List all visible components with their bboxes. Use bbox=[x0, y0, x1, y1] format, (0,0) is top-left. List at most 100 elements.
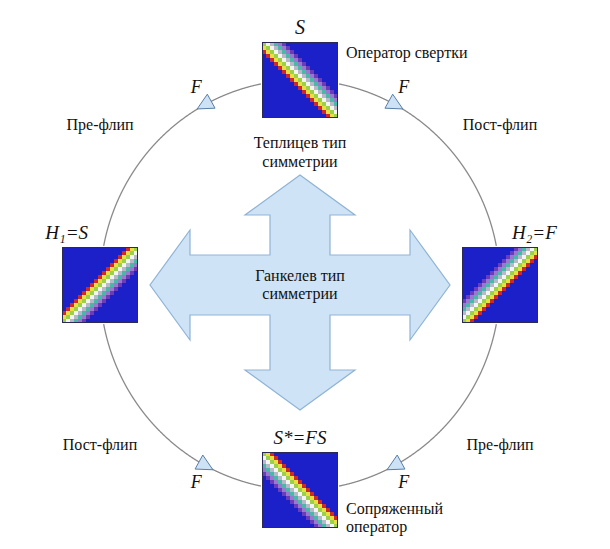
matrix-cell bbox=[310, 110, 314, 114]
matrix-cell bbox=[286, 484, 290, 488]
matrix-cell bbox=[278, 464, 282, 468]
matrix-cell bbox=[526, 299, 530, 303]
matrix-cell bbox=[530, 315, 534, 319]
matrix-cell bbox=[326, 516, 330, 520]
matrix-cell bbox=[82, 303, 86, 307]
matrix-cell bbox=[94, 255, 98, 259]
matrix-cell bbox=[310, 66, 314, 70]
matrix-cell bbox=[486, 311, 490, 315]
matrix-cell bbox=[86, 283, 90, 287]
matrix-cell bbox=[98, 255, 102, 259]
matrix-cell bbox=[326, 500, 330, 504]
matrix-cell bbox=[494, 311, 498, 315]
matrix-cell bbox=[82, 315, 86, 319]
matrix-cell bbox=[486, 275, 490, 279]
matrix-cell bbox=[474, 263, 478, 267]
matrix-cell bbox=[122, 299, 126, 303]
matrix-cell bbox=[298, 492, 302, 496]
matrix-cell bbox=[274, 90, 278, 94]
matrix-cell bbox=[110, 271, 114, 275]
matrix-cell bbox=[282, 504, 286, 508]
matrix-cell bbox=[526, 291, 530, 295]
matrix-cell bbox=[266, 480, 270, 484]
matrix-cell bbox=[314, 492, 318, 496]
matrix-cell bbox=[102, 299, 106, 303]
matrix-cell bbox=[118, 267, 122, 271]
matrix-cell bbox=[126, 259, 130, 263]
matrix-cell bbox=[98, 275, 102, 279]
matrix-cell bbox=[474, 283, 478, 287]
matrix-cell bbox=[70, 255, 74, 259]
matrix-cell bbox=[130, 299, 134, 303]
matrix-cell bbox=[298, 476, 302, 480]
matrix-cell bbox=[302, 516, 306, 520]
matrix-cell bbox=[322, 516, 326, 520]
matrix-cell bbox=[278, 86, 282, 90]
matrix-cell bbox=[274, 484, 278, 488]
matrix-cell bbox=[274, 82, 278, 86]
matrix-cell bbox=[298, 516, 302, 520]
matrix-cell bbox=[278, 492, 282, 496]
matrix-cell bbox=[298, 70, 302, 74]
matrix-cell bbox=[470, 311, 474, 315]
matrix-cell bbox=[270, 62, 274, 66]
matrix-cell bbox=[270, 110, 274, 114]
matrix-cell bbox=[90, 299, 94, 303]
matrix-cell bbox=[322, 74, 326, 78]
matrix-cell bbox=[318, 58, 322, 62]
matrix-cell bbox=[490, 267, 494, 271]
matrix-cell bbox=[122, 315, 126, 319]
matrix-cell bbox=[318, 512, 322, 516]
node-caption: Сопряженный оператор bbox=[346, 500, 456, 537]
matrix-cell bbox=[102, 303, 106, 307]
matrix-cell bbox=[302, 98, 306, 102]
matrix-cell bbox=[290, 110, 294, 114]
matrix-cell bbox=[106, 259, 110, 263]
matrix-cell bbox=[270, 90, 274, 94]
matrix-cell bbox=[266, 54, 270, 58]
matrix-cell bbox=[274, 468, 278, 472]
matrix-cell bbox=[286, 54, 290, 58]
matrix-cell bbox=[322, 468, 326, 472]
matrix-cell bbox=[310, 508, 314, 512]
matrix-cell bbox=[102, 259, 106, 263]
matrix-cell bbox=[530, 259, 534, 263]
matrix-cell bbox=[318, 74, 322, 78]
matrix-cell bbox=[98, 271, 102, 275]
matrix-cell bbox=[278, 54, 282, 58]
matrix-cell bbox=[518, 311, 522, 315]
matrix-cell bbox=[530, 307, 534, 311]
matrix-cell bbox=[310, 504, 314, 508]
matrix-cell bbox=[510, 307, 514, 311]
matrix-cell bbox=[498, 311, 502, 315]
matrix-cell bbox=[486, 291, 490, 295]
matrix-cell bbox=[78, 271, 82, 275]
matrix-cell bbox=[494, 255, 498, 259]
matrix-cell bbox=[486, 259, 490, 263]
matrix-cell bbox=[290, 468, 294, 472]
matrix-cell bbox=[126, 263, 130, 267]
matrix-cell bbox=[322, 46, 326, 50]
matrix-cell bbox=[318, 488, 322, 492]
matrix-cell bbox=[274, 106, 278, 110]
matrix-cell bbox=[514, 275, 518, 279]
matrix-cell bbox=[318, 516, 322, 520]
matrix-cell bbox=[74, 279, 78, 283]
matrix-cell bbox=[330, 460, 334, 464]
matrix-cell bbox=[70, 263, 74, 267]
matrix-cell bbox=[490, 251, 494, 255]
matrix-cell bbox=[274, 50, 278, 54]
matrix-cell bbox=[302, 476, 306, 480]
matrix-cell bbox=[498, 255, 502, 259]
matrix-cell bbox=[306, 480, 310, 484]
matrix-cell bbox=[302, 472, 306, 476]
matrix-cell bbox=[282, 464, 286, 468]
matrix-cell bbox=[522, 303, 526, 307]
matrix-cell bbox=[286, 504, 290, 508]
matrix-cell bbox=[266, 512, 270, 516]
matrix-cell bbox=[498, 307, 502, 311]
matrix-cell bbox=[290, 460, 294, 464]
matrix-cell bbox=[274, 516, 278, 520]
matrix-cell bbox=[106, 263, 110, 267]
